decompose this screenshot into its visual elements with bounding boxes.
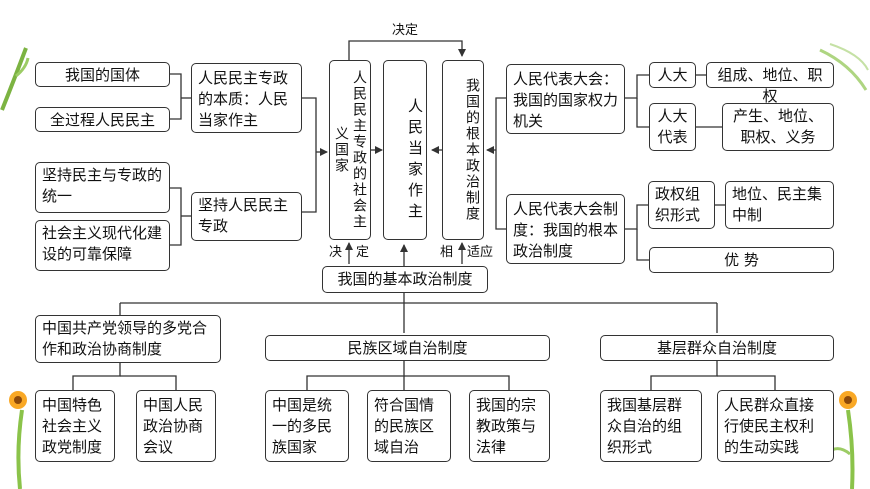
cppcc-box: 中国人民政治协商会议 [136, 390, 216, 462]
people-masters-column: 人民当家作主 [383, 60, 427, 240]
npc-box: 人民代表大会：我国的国家权力机关 [506, 64, 625, 134]
grassroots-autonomy-box: 基层群众自治制度 [600, 335, 834, 361]
whole-process-democracy-box: 全过程人民民主 [35, 107, 170, 132]
direct-democracy-box: 人民群众直接行使民主权利的生动实践 [717, 390, 834, 462]
leaf-decoration-icon [819, 43, 869, 91]
fits-national-conditions-box: 符合国情的民族区域自治 [367, 390, 451, 462]
party-system-box: 中国特色社会主义政党制度 [35, 390, 115, 462]
fundamental-system-column: 我国的根本政治制度 [442, 60, 484, 240]
flower-decoration-icon [9, 391, 27, 489]
deputies-box: 人大代表 [649, 103, 696, 151]
cpc-multiparty-box: 中国共产党领导的多党合作和政治协商制度 [35, 315, 221, 363]
state-nature-box: 我国的国体 [35, 62, 170, 87]
adhere-dictatorship-box: 坚持人民民主专政 [191, 192, 302, 241]
ethnic-autonomy-box: 民族区域自治制度 [265, 335, 550, 361]
deputies-attributes-box: 产生、地位、职权、义务 [722, 103, 834, 151]
adapt-left-label: 相 [440, 245, 454, 260]
government-form-box: 政权组织形式 [648, 181, 715, 229]
grassroots-form-box: 我国基层群众自治的组织形式 [600, 390, 702, 462]
position-centralism-box: 地位、民主集中制 [725, 181, 834, 229]
npc-short-box: 人大 [649, 62, 696, 88]
reliable-guarantee-box: 社会主义现代化建设的可靠保障 [35, 220, 170, 271]
npc-attributes-box: 组成、地位、职权 [706, 62, 834, 105]
unity-box: 坚持民主与专政的统一 [35, 162, 170, 213]
multi-ethnic-country-box: 中国是统一的多民族国家 [265, 390, 349, 462]
decide-top-label: 决定 [392, 23, 419, 38]
decide-left-label: 决 [329, 245, 343, 260]
socialist-state-column: 人民民主专政的社会主义国家 [329, 60, 371, 240]
religious-policy-box: 我国的宗教政策与法律 [469, 390, 550, 462]
adapt-right-label: 适应 [467, 245, 494, 260]
advantage-box: 优 势 [649, 247, 834, 273]
decide-right-label: 定 [356, 245, 370, 260]
decide-top-arrow [348, 40, 466, 60]
leaf-decoration-icon [0, 47, 30, 111]
basic-political-system-box: 我国的基本政治制度 [322, 266, 488, 293]
npc-system-box: 人民代表大会制度：我国的根本政治制度 [506, 194, 625, 264]
dictatorship-essence-box: 人民民主专政的本质：人民当家作主 [191, 63, 302, 133]
